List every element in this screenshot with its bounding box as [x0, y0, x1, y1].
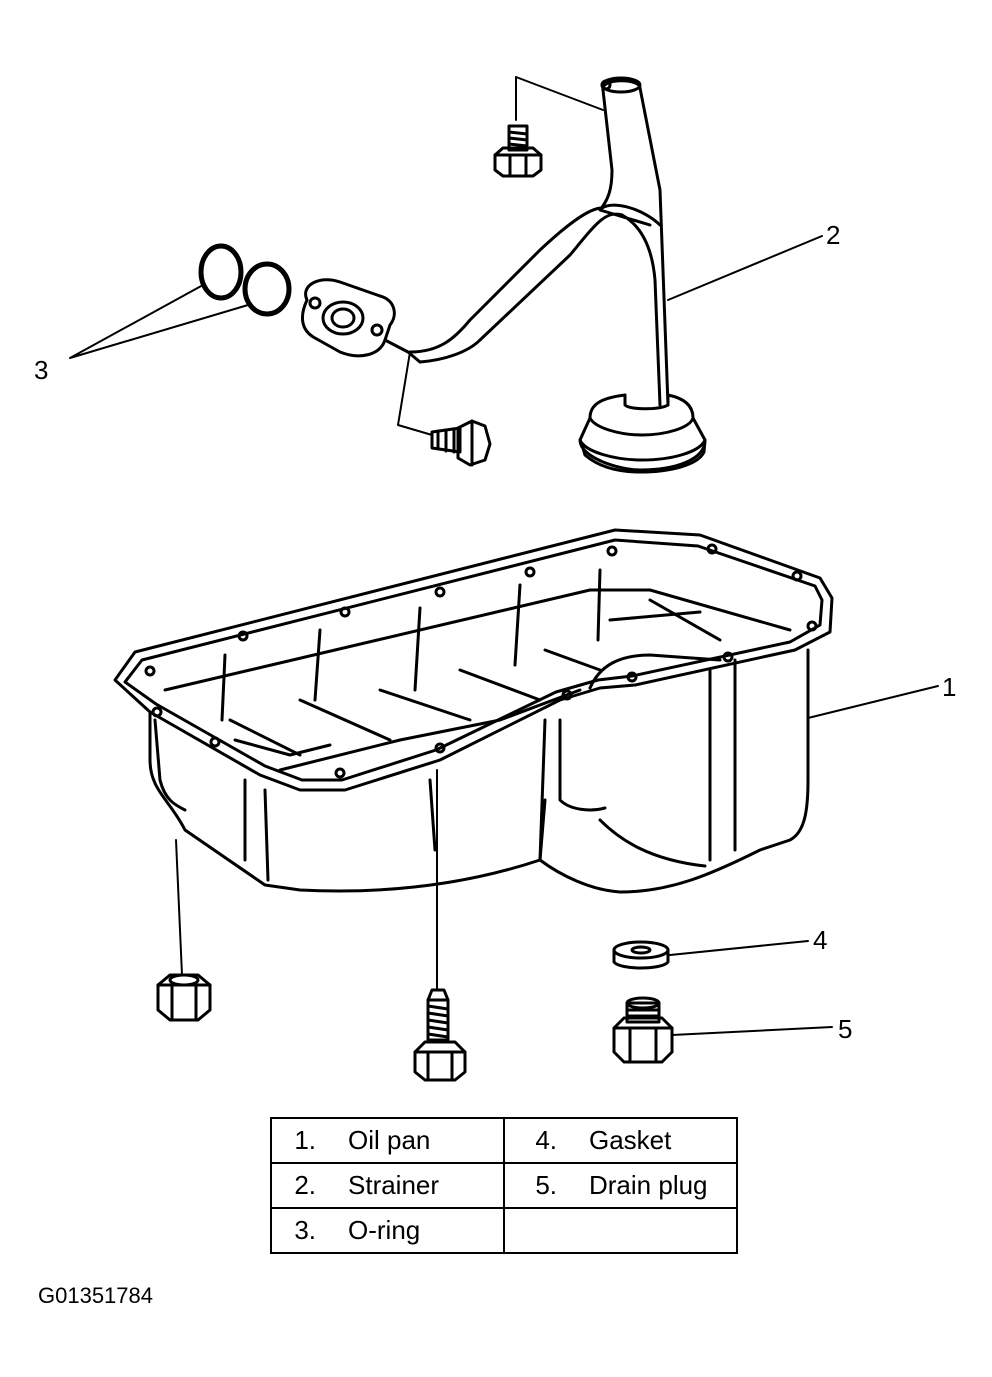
callout-3: 3	[34, 355, 49, 385]
legend-cell: 5. Drain plug	[503, 1162, 738, 1209]
gasket-part	[612, 940, 670, 970]
oil-pan-bolt-center	[413, 988, 467, 1082]
legend-row: 3. O-ring	[270, 1207, 738, 1254]
legend-item-label: Gasket	[589, 1125, 672, 1155]
callout-2: 2	[826, 220, 841, 250]
legend-item-number: 1.	[294, 1125, 316, 1155]
o-ring-parts	[198, 243, 292, 317]
legend-cell: 4. Gasket	[503, 1117, 738, 1164]
parts-legend-table: 1. Oil pan 4. Gasket 2. Strainer 5. Drain pl…	[270, 1117, 738, 1254]
strainer-part	[301, 76, 707, 474]
callout-4: 4	[813, 925, 828, 955]
legend-cell: 3. O-ring	[270, 1207, 505, 1254]
legend-item-number: 4.	[535, 1125, 557, 1155]
legend-item-label: Oil pan	[348, 1125, 431, 1155]
oil-pan-bolt-left	[156, 973, 212, 1022]
figure-id: G01351784	[38, 1283, 153, 1308]
legend-cell: 1. Oil pan	[270, 1117, 505, 1164]
strainer-flange-bolt	[430, 419, 492, 467]
legend-item-label: O-ring	[348, 1215, 421, 1245]
legend-item-label: Strainer	[348, 1170, 440, 1200]
drain-plug-part	[612, 996, 674, 1064]
strainer-bracket-bolt	[493, 124, 543, 178]
legend-item-number: 5.	[535, 1170, 557, 1200]
legend-row: 2. Strainer 5. Drain plug	[270, 1162, 738, 1209]
legend-cell: 2. Strainer	[270, 1162, 505, 1209]
legend-row: 1. Oil pan 4. Gasket	[270, 1117, 738, 1164]
legend-cell-empty	[503, 1207, 738, 1254]
legend-item-number: 2.	[294, 1170, 316, 1200]
legend-item-label: Drain plug	[589, 1170, 708, 1200]
oil-pan-part	[113, 528, 834, 894]
leader-lines	[69, 76, 939, 1036]
callout-1: 1	[942, 672, 957, 702]
legend-item-number: 3.	[294, 1215, 316, 1245]
exploded-view-diagram	[69, 76, 939, 1082]
callout-5: 5	[838, 1014, 853, 1044]
